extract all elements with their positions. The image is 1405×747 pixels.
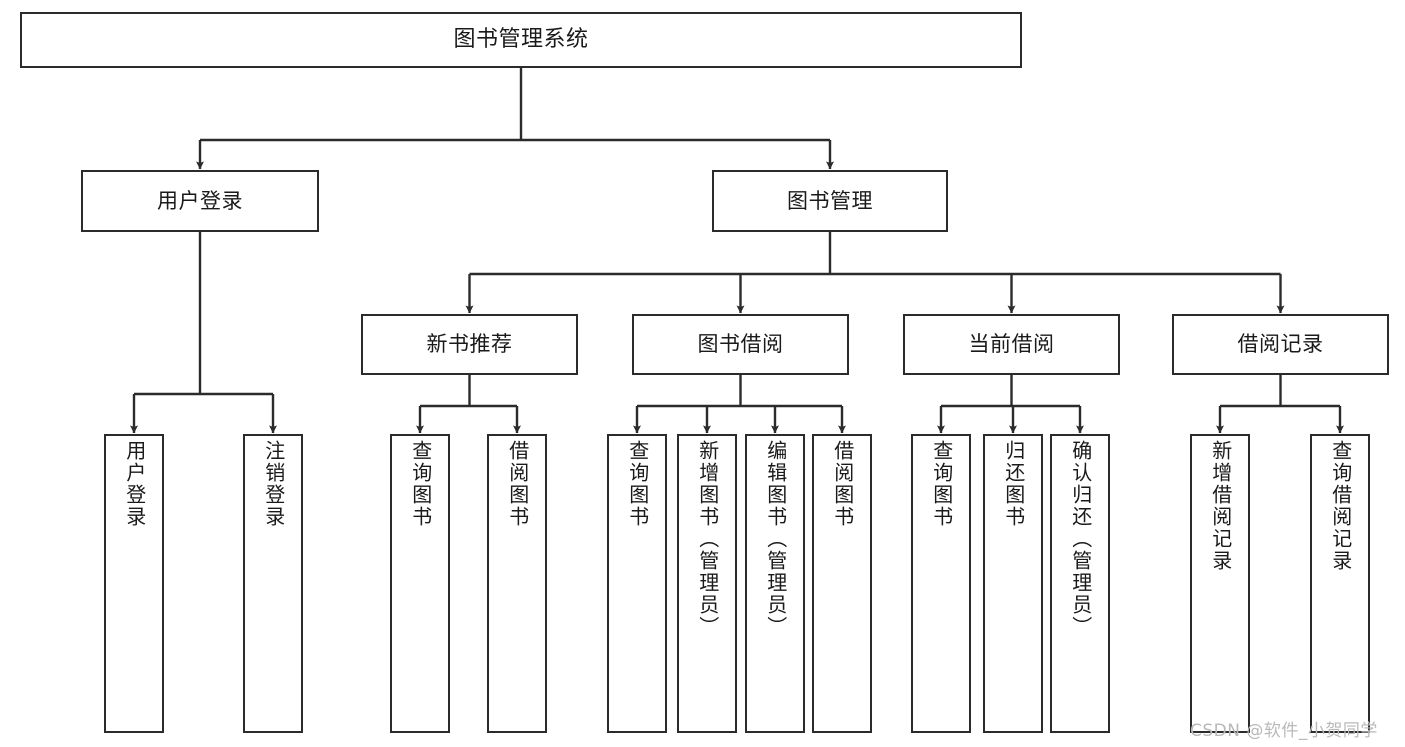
node-label: 注销登录: [261, 440, 286, 528]
node-label: 新增借阅记录: [1208, 440, 1233, 572]
node-leaf-add-book-admin[interactable]: 新增图书（管理员）: [677, 434, 737, 733]
node-book-borrow[interactable]: 图书借阅: [632, 314, 849, 375]
node-label: 新增图书（管理员）: [695, 440, 720, 638]
node-label: 图书借阅: [697, 332, 784, 357]
node-leaf-query-book-recommend[interactable]: 查询图书: [390, 434, 450, 733]
node-label: 图书管理系统: [453, 27, 589, 53]
node-label: 借阅图书: [505, 440, 530, 528]
node-label: 借阅记录: [1237, 332, 1324, 357]
node-label: 用户登录: [122, 440, 147, 528]
node-leaf-query-book-current[interactable]: 查询图书: [911, 434, 971, 733]
node-root-system[interactable]: 图书管理系统: [20, 12, 1022, 68]
node-leaf-query-book-borrow[interactable]: 查询图书: [607, 434, 667, 733]
node-label: 图书管理: [787, 188, 873, 213]
node-loan-record[interactable]: 借阅记录: [1172, 314, 1389, 375]
node-leaf-confirm-return-admin[interactable]: 确认归还（管理员）: [1050, 434, 1110, 733]
node-leaf-edit-book-admin[interactable]: 编辑图书（管理员）: [745, 434, 805, 733]
node-leaf-user-login[interactable]: 用户登录: [104, 434, 164, 733]
node-label: 编辑图书（管理员）: [763, 440, 788, 638]
node-leaf-logout[interactable]: 注销登录: [243, 434, 303, 733]
node-label: 查询图书: [929, 440, 954, 528]
node-book-management[interactable]: 图书管理: [712, 170, 948, 232]
node-leaf-borrow-book-recommend[interactable]: 借阅图书: [487, 434, 547, 733]
node-label: 当前借阅: [968, 332, 1055, 357]
node-label: 归还图书: [1001, 440, 1026, 528]
node-leaf-add-loan-record[interactable]: 新增借阅记录: [1190, 434, 1250, 733]
edges: [130, 68, 1344, 434]
node-label: 确认归还（管理员）: [1068, 440, 1093, 638]
node-leaf-borrow-book[interactable]: 借阅图书: [812, 434, 872, 733]
node-label: 查询图书: [408, 440, 433, 528]
node-user-login[interactable]: 用户登录: [81, 170, 319, 232]
watermark: CSDN @软件_小贺同学: [1190, 721, 1378, 741]
node-current-loan[interactable]: 当前借阅: [903, 314, 1120, 375]
node-new-book-recommend[interactable]: 新书推荐: [361, 314, 578, 375]
node-leaf-query-loan-record[interactable]: 查询借阅记录: [1310, 434, 1370, 733]
node-label: 新书推荐: [426, 332, 513, 357]
node-leaf-return-book[interactable]: 归还图书: [983, 434, 1043, 733]
node-label: 查询借阅记录: [1328, 440, 1353, 572]
node-label: 查询图书: [625, 440, 650, 528]
node-label: 用户登录: [157, 188, 243, 213]
node-label: 借阅图书: [830, 440, 855, 528]
